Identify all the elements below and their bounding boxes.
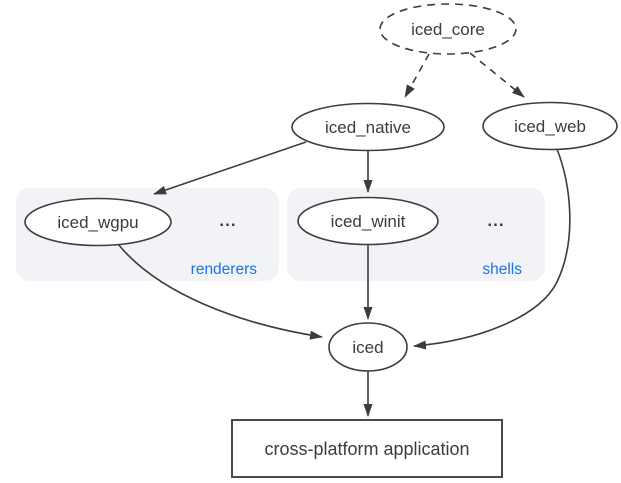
iced-winit-ellipse [297, 196, 439, 246]
renderers-group-label: renderers [191, 261, 258, 278]
iced-wgpu-ellipse [24, 197, 172, 247]
iced-core-ellipse [379, 3, 517, 55]
renderers-ellipsis: ... [219, 211, 236, 230]
node-iced-winit: iced_winit [297, 196, 439, 246]
iced-web-label: iced_web [514, 117, 586, 136]
edge-iced_native-to-iced_wgpu [153, 141, 307, 195]
iced-winit-label: iced_winit [331, 212, 406, 231]
iced-wgpu-label: iced_wgpu [57, 213, 138, 232]
node-iced-web: iced_web [482, 101, 618, 151]
edge-iced_core-to-iced_native [404, 53, 430, 98]
edge-iced_web-to-iced [413, 148, 571, 350]
node-iced: iced [328, 322, 408, 372]
node-iced-native: iced_native [291, 102, 445, 152]
edge-iced_core-to-iced_web [469, 52, 525, 98]
iced-core-label: iced_core [411, 20, 485, 39]
iced-label: iced [352, 338, 383, 357]
iced-web-ellipse [482, 101, 618, 151]
application-label: cross-platform application [264, 439, 469, 459]
shells-ellipsis: ... [487, 211, 504, 230]
edge-iced_wgpu-to-iced [117, 243, 323, 340]
iced-ellipse [328, 322, 408, 372]
iced-native-ellipse [291, 102, 445, 152]
shells-group-label: shells [482, 261, 522, 278]
iced-native-label: iced_native [325, 118, 411, 137]
node-cross-platform-application: cross-platform application [231, 419, 503, 478]
node-iced-core: iced_core [379, 3, 517, 55]
node-iced-wgpu: iced_wgpu [24, 197, 172, 247]
application-rect [231, 419, 503, 478]
